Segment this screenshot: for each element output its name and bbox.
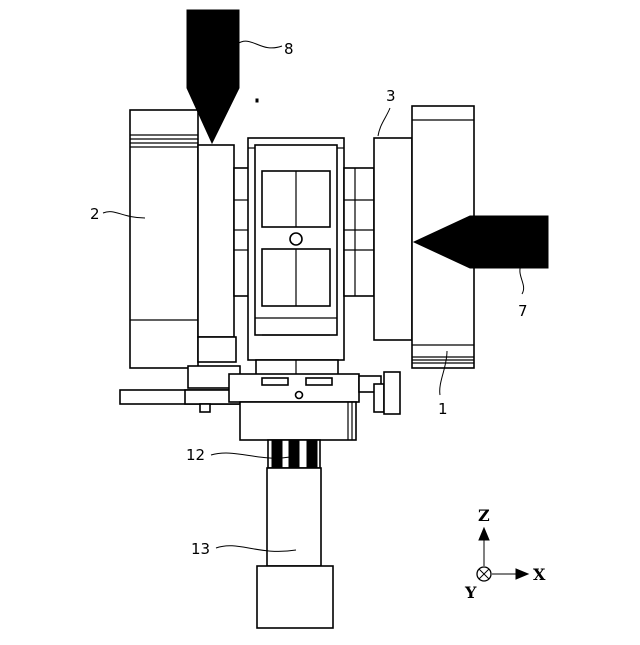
part-2-block <box>130 110 198 368</box>
leader-3 <box>378 108 390 136</box>
stage-assembly <box>120 360 400 440</box>
label-7: 7 <box>518 302 528 320</box>
part-13-drive <box>257 468 333 628</box>
axis-x-label: X <box>533 565 546 584</box>
axis-y-label: Y <box>464 583 477 602</box>
label-1: 1 <box>438 400 448 418</box>
label-12: 12 <box>186 446 205 464</box>
right-connectors <box>344 168 374 296</box>
part-12-connector <box>268 440 320 468</box>
label-13: 13 <box>191 540 210 558</box>
left-inner-plate <box>198 145 236 362</box>
central-body <box>248 138 344 360</box>
z-arrow-icon <box>479 528 489 540</box>
leader-8 <box>237 41 282 48</box>
label-2: 2 <box>90 205 100 223</box>
x-arrow-icon <box>516 569 528 579</box>
label-3: 3 <box>386 87 396 105</box>
mark-dot <box>256 99 258 102</box>
coordinate-axes: Z X Y <box>464 506 546 602</box>
label-8: 8 <box>284 40 294 58</box>
part-3-plate <box>374 138 412 340</box>
axis-z-label: Z <box>478 506 490 525</box>
